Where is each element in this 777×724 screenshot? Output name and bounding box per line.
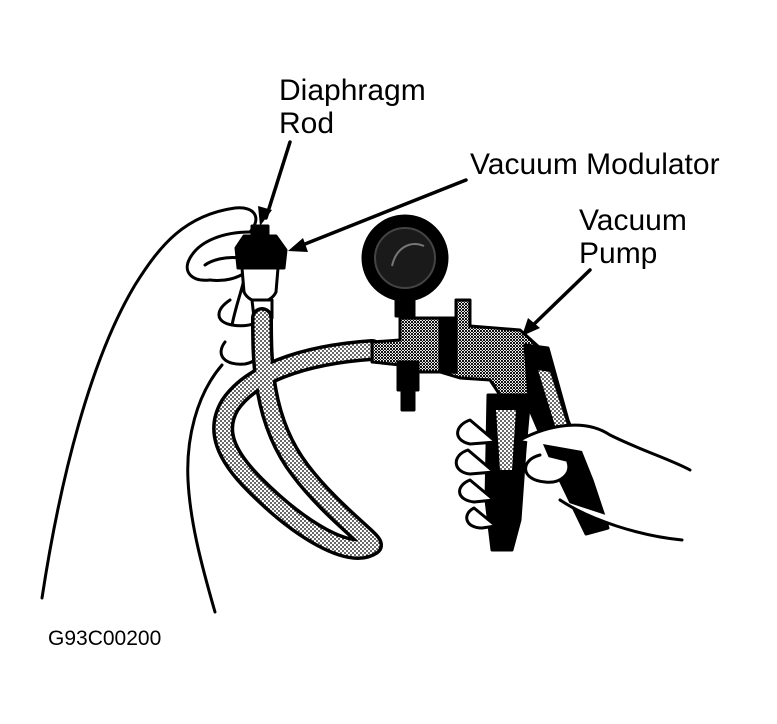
vacuum-hose <box>212 307 383 560</box>
left-hand <box>40 206 270 614</box>
figure-code: G93C00200 <box>48 627 162 650</box>
right-hand <box>454 418 692 542</box>
label-diaphragm-rod-line2: Rod <box>279 107 335 140</box>
label-vacuum-pump-line1: Vacuum <box>579 204 687 237</box>
label-diaphragm-rod: Diaphragm Rod <box>279 74 426 140</box>
label-vacuum-modulator: Vacuum Modulator <box>470 148 720 181</box>
vacuum-modulator <box>234 224 288 320</box>
leader-lines <box>258 140 592 336</box>
label-vacuum-pump-line2: Pump <box>579 237 658 270</box>
label-diaphragm-rod-line1: Diaphragm <box>279 74 426 107</box>
label-vacuum-pump: Vacuum Pump <box>579 204 687 270</box>
